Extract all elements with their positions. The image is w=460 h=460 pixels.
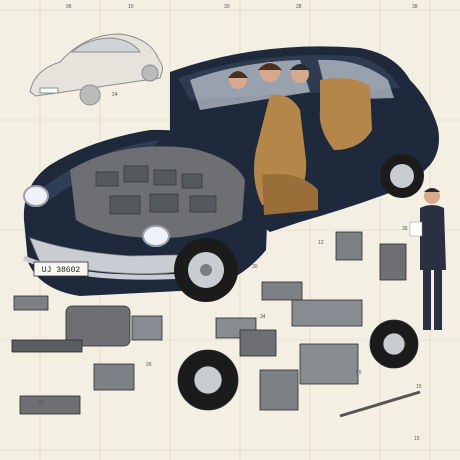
callout-label: 15 <box>414 436 420 442</box>
license-plate: UJ 38602 <box>33 261 89 277</box>
callout-label: 55 <box>356 370 362 376</box>
callout-label: 26 <box>146 362 152 368</box>
man-in-suit <box>409 188 446 330</box>
callout-label: 12 <box>318 240 324 246</box>
sketch-car <box>29 33 163 106</box>
callout-label: 24 <box>112 92 118 98</box>
callout-label: 36 <box>38 400 44 406</box>
callout-label: 38 <box>412 4 418 10</box>
front-wheel <box>174 238 238 302</box>
callout-label: 10 <box>128 4 134 10</box>
license-plate-text: UJ 38602 <box>42 266 81 275</box>
exploded-parts <box>11 231 421 418</box>
callout-label: 15 <box>416 384 422 390</box>
callout-label: 96 <box>66 4 72 10</box>
callout-label: 28 <box>296 4 302 10</box>
callout-label: 30 <box>252 264 258 270</box>
callout-label: 30 <box>224 4 230 10</box>
main-car: UJ 38602 <box>23 46 439 302</box>
rear-wheel <box>380 154 424 198</box>
callout-label: 36 <box>402 226 408 232</box>
callout-label: 34 <box>260 314 266 320</box>
callout-labels: 96 10 30 28 38 24 30 12 36 34 55 15 36 2… <box>38 4 422 442</box>
